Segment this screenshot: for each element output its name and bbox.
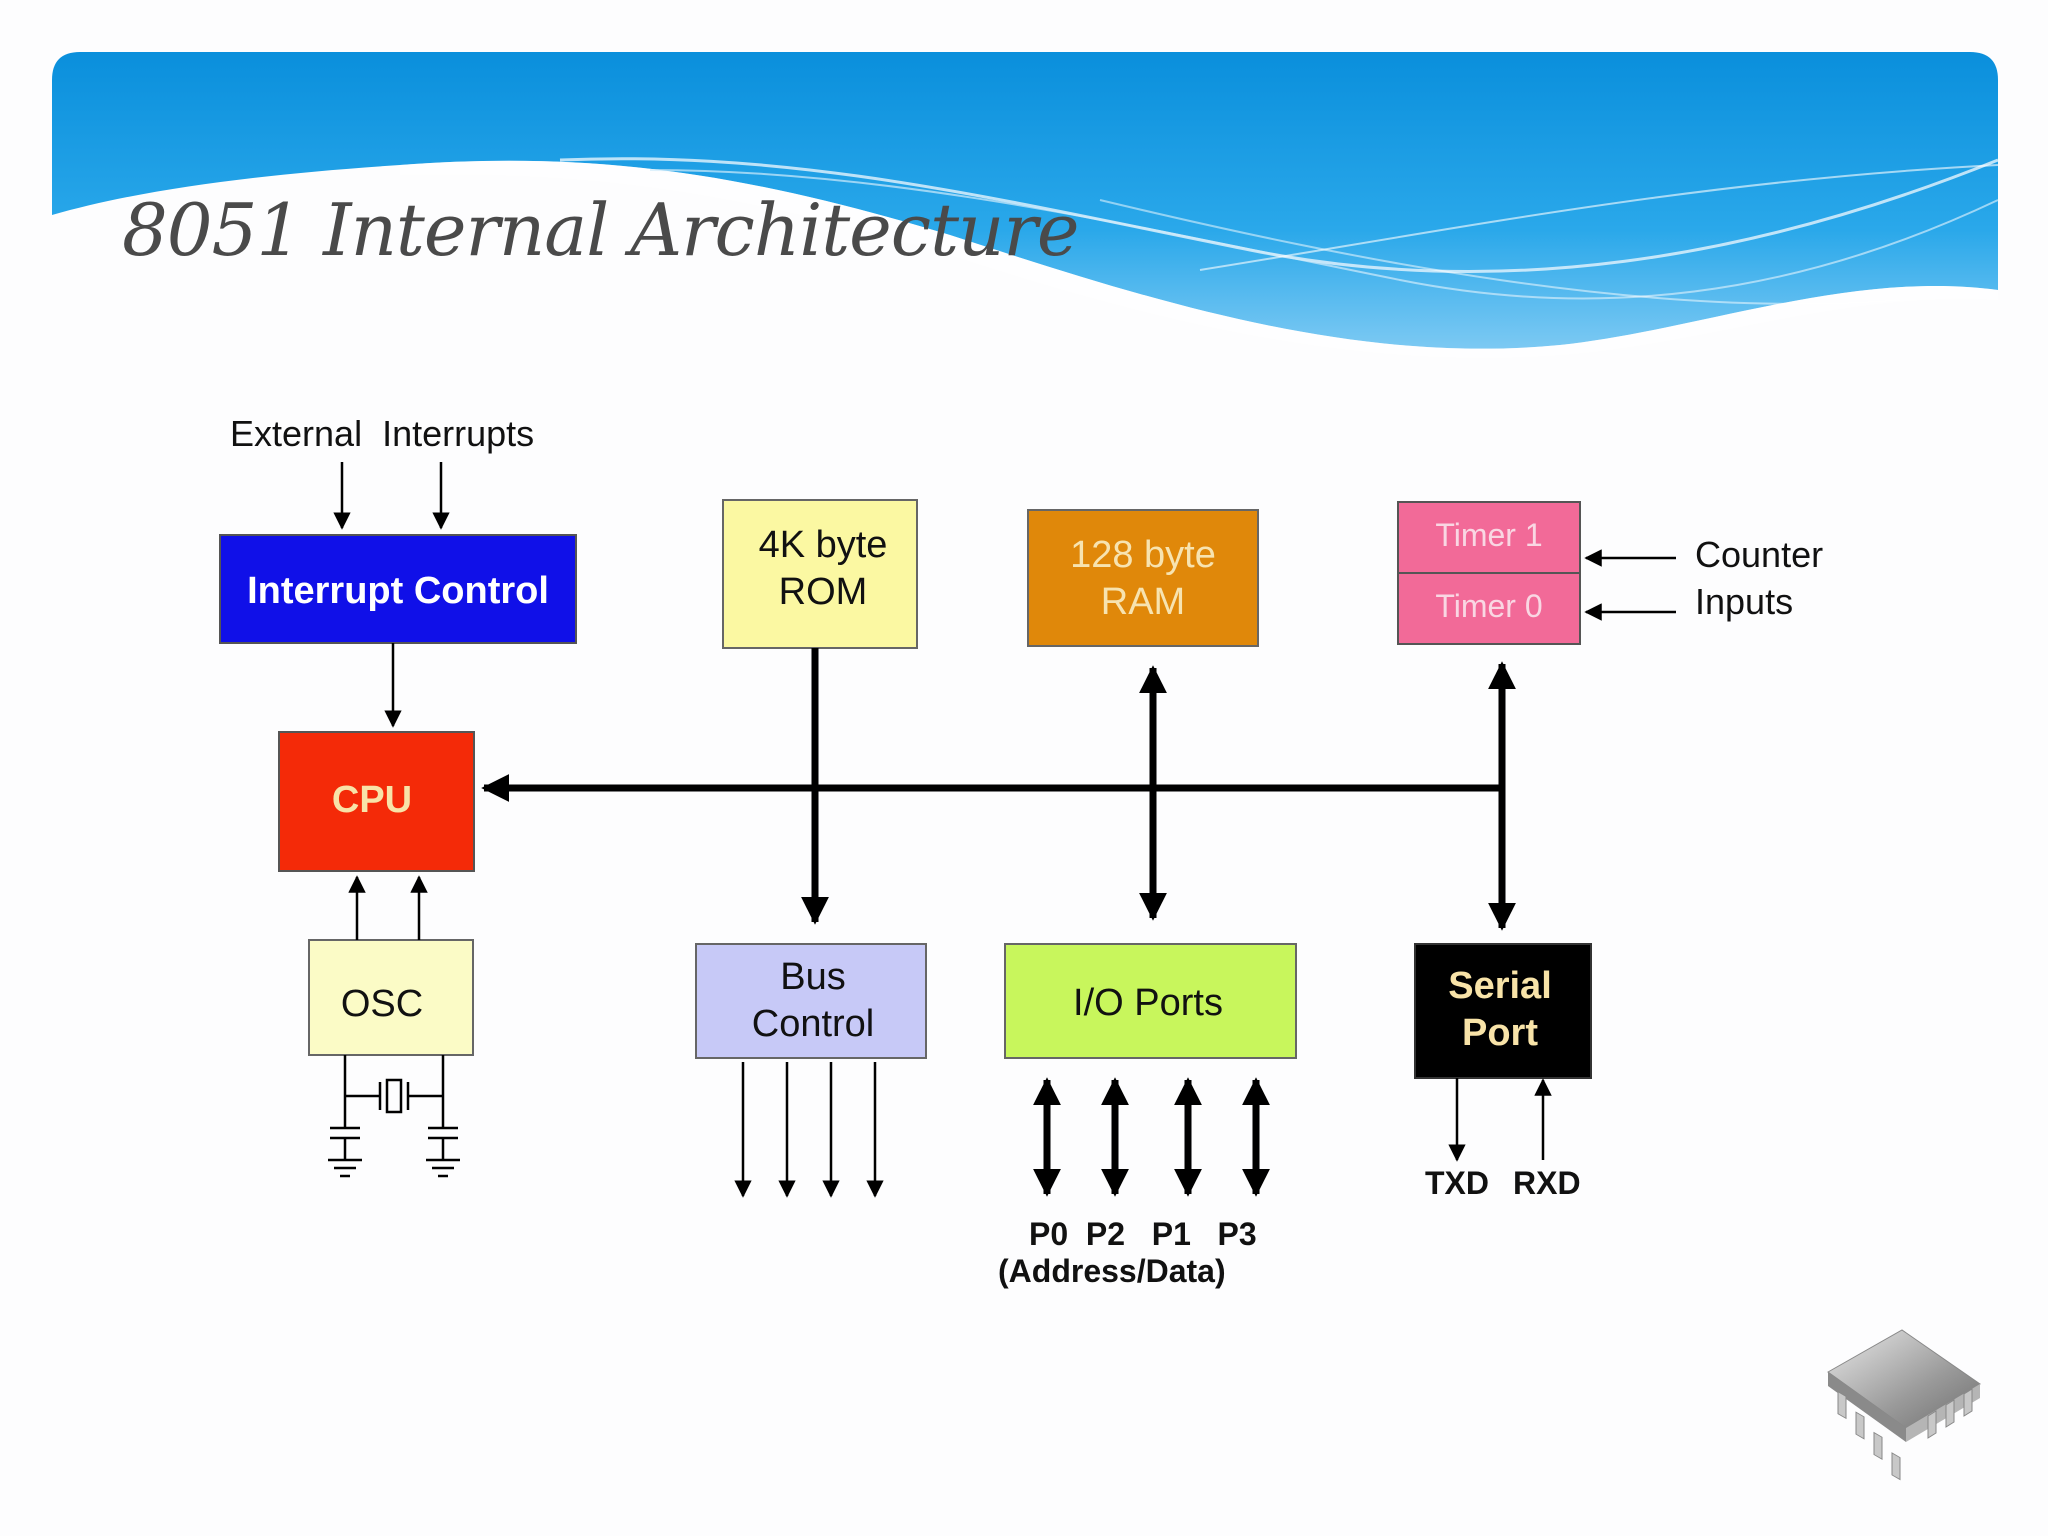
bus-control-label-line1: Bus xyxy=(780,956,845,998)
cpu-label: CPU xyxy=(332,779,412,821)
serial-port-label-line2: Port xyxy=(1462,1012,1538,1054)
ram-label-line1: 128 byte xyxy=(1070,534,1216,576)
osc-label: OSC xyxy=(341,983,423,1025)
timer-block: Timer 1 Timer 0 xyxy=(1397,501,1581,645)
counter-inputs-label-line1: Counter xyxy=(1695,534,1823,575)
header-banner xyxy=(52,52,1999,358)
bus-control-output-lines xyxy=(734,1062,884,1198)
txd-label: TXD xyxy=(1425,1165,1489,1201)
io-ports-label: I/O Ports xyxy=(1073,982,1223,1024)
counter-inputs-label-line2: Inputs xyxy=(1695,581,1793,622)
io-ports-block: I/O Ports xyxy=(1004,943,1297,1059)
rxd-label: RXD xyxy=(1513,1165,1581,1201)
address-data-label: (Address/Data) xyxy=(998,1253,1226,1289)
interrupt-control-block: Interrupt Control xyxy=(219,534,577,644)
external-interrupts-label: External Interrupts xyxy=(230,413,534,454)
port-arrows xyxy=(1033,1077,1270,1197)
rom-label-line2: ROM xyxy=(779,571,868,613)
ic-chip-icon xyxy=(1827,1329,1981,1481)
rom-label-line1: 4K byte xyxy=(759,524,888,566)
interrupt-control-label: Interrupt Control xyxy=(247,570,549,612)
serial-port-label-line1: Serial xyxy=(1448,965,1552,1007)
ports-label: P0 P2 P1 P3 xyxy=(1029,1216,1257,1252)
bus-control-block: Bus Control xyxy=(695,943,927,1059)
rom-block: 4K byte ROM xyxy=(722,499,918,649)
osc-block: OSC xyxy=(308,939,474,1056)
bus-control-label-line2: Control xyxy=(752,1003,875,1045)
ram-block: 128 byte RAM xyxy=(1027,509,1259,647)
serial-port-block: Serial Port xyxy=(1414,943,1592,1079)
ram-label-line2: RAM xyxy=(1101,581,1185,623)
cpu-block: CPU xyxy=(278,731,475,872)
timer1-label: Timer 1 xyxy=(1435,517,1542,553)
timer0-label: Timer 0 xyxy=(1435,588,1542,624)
slide-title: 8051 Internal Architecture xyxy=(122,188,1079,272)
crystal-oscillator-circuit xyxy=(328,1055,460,1178)
